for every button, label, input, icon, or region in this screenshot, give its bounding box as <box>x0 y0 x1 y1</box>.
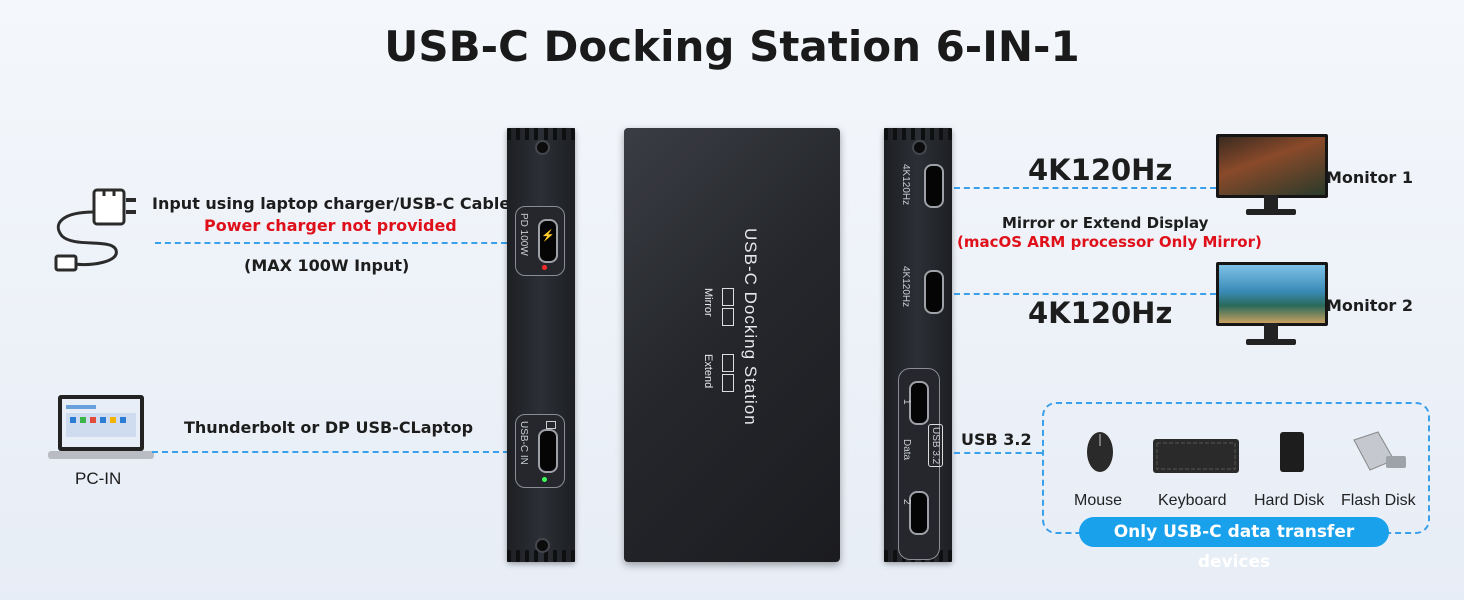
screw <box>535 140 550 155</box>
laptop-dashed-line <box>152 451 509 453</box>
device-label-keyboard: Keyboard <box>1158 492 1227 509</box>
display-port-1[interactable] <box>924 164 944 208</box>
usb-port-2-label: 2 <box>901 499 912 505</box>
panel-fins <box>884 128 952 140</box>
left-side-panel: PD 100W ⚡ USB-C IN <box>507 128 575 562</box>
monitor2-screen <box>1216 262 1328 326</box>
laptop-icon <box>48 395 154 459</box>
page-title: USB-C Docking Station 6-IN-1 <box>384 22 1080 71</box>
mode-label: Mirror or Extend Display <box>1002 214 1209 232</box>
monitor1-label: Monitor 1 <box>1326 168 1414 187</box>
mirror-label: Mirror <box>702 288 714 317</box>
usbc-port <box>538 219 558 263</box>
usb-port-1-label: 1 <box>901 399 912 405</box>
rate2-label: 4K120Hz <box>1028 296 1173 330</box>
pd-port[interactable]: PD 100W ⚡ <box>515 206 565 276</box>
dock-top-face: USB-C Docking Station Mirror Extend <box>624 128 840 562</box>
status-led <box>542 477 547 482</box>
hard-disk-icon <box>1280 432 1304 472</box>
usb-port-1[interactable] <box>909 381 929 425</box>
monitor2-label: Monitor 2 <box>1326 296 1414 315</box>
hdmi1-label: 4K120Hz <box>900 164 911 206</box>
power-led <box>542 265 547 270</box>
macos-note: (macOS ARM processor Only Mirror) <box>957 233 1262 251</box>
usb-group-label: USB 3.2 <box>928 424 943 468</box>
device-label-hard-disk: Hard Disk <box>1254 492 1325 509</box>
dock-name: USB-C Docking Station <box>741 228 760 426</box>
device-label-mouse: Mouse <box>1074 492 1123 509</box>
lightning-icon: ⚡ <box>541 230 555 242</box>
pd-port-label: PD 100W <box>518 213 529 256</box>
mirror-icon <box>722 288 734 306</box>
usb-data-label: Data <box>901 439 912 461</box>
mouse-icon <box>1087 432 1113 472</box>
usb-label: USB 3.2 <box>961 430 1032 449</box>
extend-icon <box>722 354 734 372</box>
panel-fins <box>507 128 575 140</box>
panel-fins <box>507 550 575 562</box>
charger-cable-icon <box>54 188 136 272</box>
right-side-panel: 4K120Hz 4K120Hz 1 Data 2 USB 3.2 <box>884 128 952 562</box>
usb-dashed-line <box>954 452 1042 454</box>
laptop-label: PC-IN <box>75 469 122 488</box>
keyboard-icon <box>1153 439 1239 473</box>
hdmi2-label: 4K120Hz <box>900 266 911 308</box>
monitor2-dashed-line <box>954 293 1216 295</box>
laptop-connection-label: Thunderbolt or DP USB-CLaptop <box>184 418 474 437</box>
usbc-in-port[interactable]: USB-C IN <box>515 414 565 488</box>
monitor2-stand <box>1264 323 1278 339</box>
mirror-icon-2 <box>722 308 734 326</box>
monitor2-base <box>1246 339 1296 345</box>
input-line2: Power charger not provided <box>204 216 457 235</box>
input-line1: Input using laptop charger/USB-C Cable <box>152 194 511 213</box>
usb-port-2[interactable] <box>909 491 929 535</box>
laptop-small-icon <box>546 421 556 429</box>
screw <box>535 538 550 553</box>
usb32-group: 1 Data 2 <box>898 368 940 560</box>
usb-devices-badge: Only USB-C data transfer devices <box>1079 517 1389 572</box>
flash-disk-icon <box>1353 431 1406 471</box>
input-line3: (MAX 100W Input) <box>244 256 410 275</box>
display-port-2[interactable] <box>924 270 944 314</box>
monitor1-base <box>1246 209 1296 215</box>
usbc-port <box>538 429 558 473</box>
power-dashed-line <box>155 242 507 244</box>
monitor1-stand <box>1264 195 1278 209</box>
extend-icon-2 <box>722 374 734 392</box>
usbc-in-label: USB-C IN <box>518 421 529 465</box>
monitor1-dashed-line <box>954 187 1216 189</box>
rate1-label: 4K120Hz <box>1028 153 1173 187</box>
screw <box>912 140 927 155</box>
monitor1-screen <box>1216 134 1328 198</box>
device-label-flash-disk: Flash Disk <box>1341 492 1416 509</box>
extend-label: Extend <box>702 354 714 389</box>
